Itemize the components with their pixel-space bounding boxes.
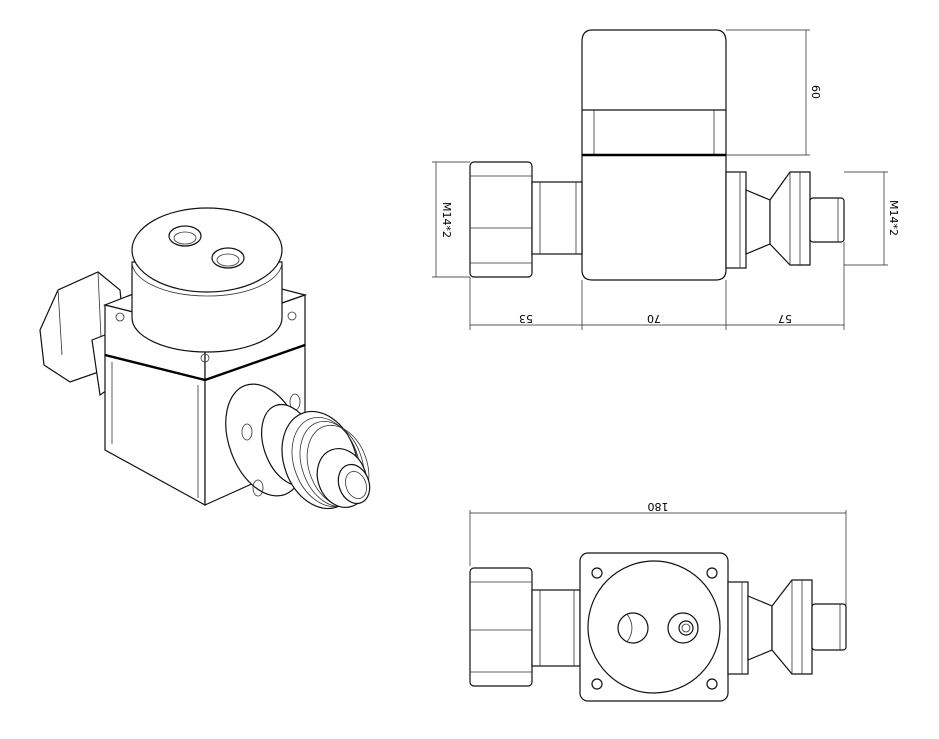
top-left-nut (469, 567, 533, 687)
dim-right-length: 57 (778, 312, 792, 325)
dim-right-thread: M14*2 (887, 200, 900, 236)
front-cap (581, 29, 727, 156)
dim-mid-length: 70 (647, 312, 661, 325)
front-body (581, 154, 727, 281)
isometric-view (39, 207, 371, 510)
iso-cap (131, 207, 283, 353)
dim-height-60: 60 (809, 85, 822, 99)
front-view: 60 M14*2 M14*2 53 70 57 (432, 29, 900, 330)
dim-left-thread: M14*2 (440, 202, 453, 238)
dim-overall-180: 180 (648, 500, 669, 513)
top-view: 180 (469, 500, 847, 702)
top-cap-circle (587, 560, 721, 694)
front-right-stub (725, 171, 747, 269)
front-dimensions (432, 29, 888, 330)
dim-left-length: 53 (519, 312, 533, 325)
iso-connector (225, 383, 371, 510)
front-left-nut (469, 161, 533, 278)
